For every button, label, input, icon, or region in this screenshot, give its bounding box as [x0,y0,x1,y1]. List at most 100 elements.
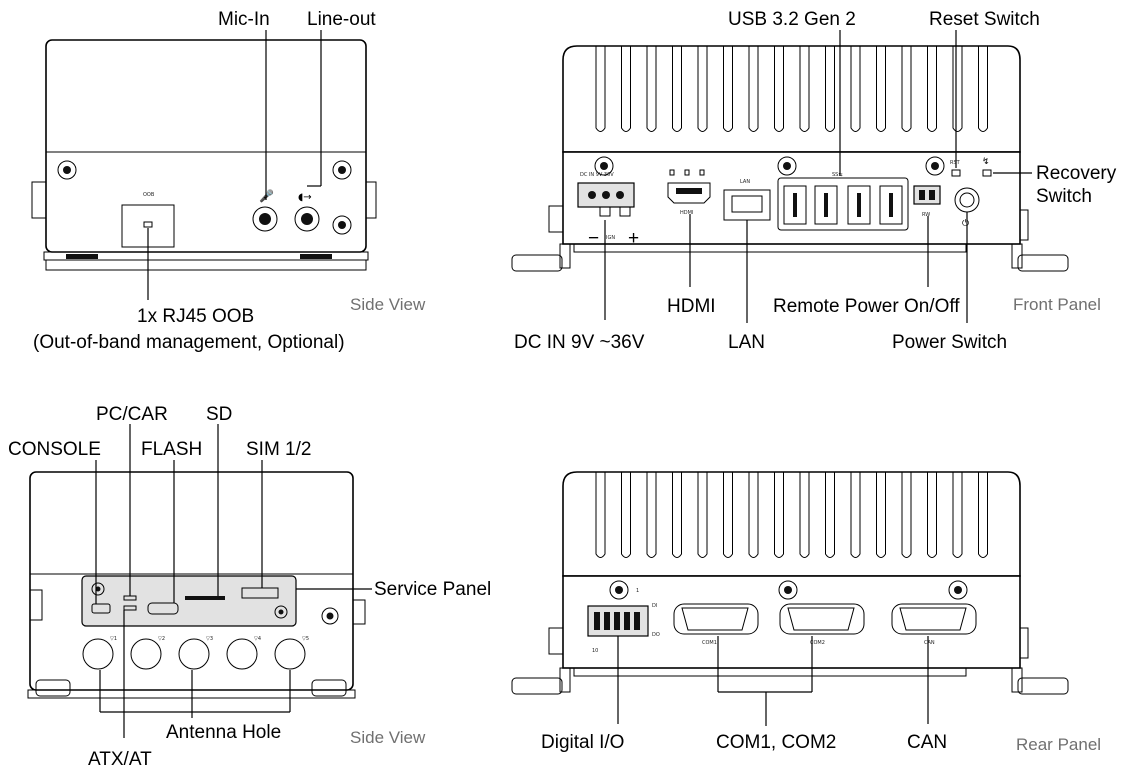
svg-text:DC IN 9V-36V: DC IN 9V-36V [580,172,614,178]
line-out-icon: ◖→ [298,192,312,203]
caption-front-panel: Front Panel [1013,295,1101,314]
svg-text:COM2: COM2 [810,640,825,646]
label-reset-switch: Reset Switch [929,9,1040,30]
heatsink-fin [825,46,835,132]
flash-port [147,602,179,615]
svg-text:1: 1 [636,588,639,594]
label-power-switch: Power Switch [892,332,1007,353]
svg-text:COM1: COM1 [702,640,717,646]
label-recovery-switch-1: Recovery [1036,163,1117,184]
heatsink-fin [672,46,682,132]
svg-text:RW: RW [922,212,930,218]
svg-text:CAN: CAN [924,640,935,646]
antenna-hole-4 [226,638,258,670]
label-sim: SIM 1/2 [246,439,311,460]
heatsink-fin [748,472,759,558]
heatsink-fin [901,472,912,558]
sim-slot [241,587,279,599]
label-console: CONSOLE [8,439,101,460]
label-lan: LAN [728,332,765,353]
label-digital-io: Digital I/O [541,732,624,753]
svg-text:▽3: ▽3 [206,636,213,642]
heatsink-fin [850,46,861,132]
label-flash: FLASH [141,439,202,460]
label-dc-in: DC IN 9V ~36V [514,332,645,353]
service-panel [81,575,297,627]
heatsink-fin [595,46,606,132]
usb-port-2 [814,185,838,225]
svg-text:DI: DI [652,603,657,609]
antenna-hole-3 [178,638,210,670]
antenna-hole-1 [82,638,114,670]
heatsink-fin [825,472,835,558]
heatsink-fin [799,46,810,132]
svg-text:10: 10 [592,648,598,654]
usb-port-4 [879,185,903,225]
mic-in-jack [252,206,278,232]
label-remote-power: Remote Power On/Off [773,296,960,317]
heatsink-fin [646,472,657,558]
heatsink-fin [799,472,810,558]
heatsink-fin [927,472,937,558]
antenna-hole-5 [274,638,306,670]
sd-slot [185,596,225,600]
heatsink-fin [876,46,886,132]
label-atx-at: ATX/AT [88,749,152,770]
heatsink-fin [748,46,759,132]
svg-text:−: − [588,228,599,249]
label-sd: SD [206,404,232,425]
svg-text:SS⇆: SS⇆ [832,172,843,178]
heatsink-fin [978,46,988,132]
label-hdmi: HDMI [667,296,716,317]
front-panel-device: DC IN 9V-36V − IGN + HDMI LAN SS⇆ RW RST… [511,45,1069,272]
svg-text:+: + [628,228,639,249]
heatsink-fin [697,472,708,558]
svg-text:▽1: ▽1 [110,636,117,642]
svg-text:LAN: LAN [740,179,750,185]
caption-side-view-bottom: Side View [350,728,426,747]
com2-port [787,607,855,631]
label-rj45-oob-note: (Out-of-band management, Optional) [33,332,345,353]
heatsink-fin [697,46,708,132]
line-out-jack [294,206,320,232]
heatsink-fin [672,472,682,558]
atx-at-switch [123,605,137,611]
label-can: CAN [907,732,947,753]
heatsink-fin [901,46,912,132]
antenna-hole-2 [130,638,162,670]
heatsink-fin [774,46,784,132]
side-view-audio-device: OOB 🎤 ◖→ [31,39,377,271]
heatsink-fin [774,472,784,558]
heatsink-fin [723,472,733,558]
label-line-out: Line-out [307,9,376,30]
usb-port-group [777,177,909,231]
label-mic-in: Mic-In [218,9,270,30]
label-com12: COM1, COM2 [716,732,836,753]
heatsink-fin [927,46,937,132]
label-usb: USB 3.2 Gen 2 [728,9,856,30]
svg-text:HDMI: HDMI [680,210,693,216]
heatsink-fin [595,472,606,558]
remote-power-connector [913,185,941,205]
side-view-service-device: ▽1▽2 ▽3▽4▽5 [27,471,366,699]
caption-rear-panel: Rear Panel [1016,735,1101,754]
heatsink-fin [850,472,861,558]
power-icon: ⏻ [962,218,969,229]
hdmi-port [667,182,711,204]
heatsink-fin [723,46,733,132]
caption-side-view-top: Side View [350,295,426,314]
heatsink-fin [876,472,886,558]
heatsink-fin [952,472,963,558]
svg-text:▽4: ▽4 [254,636,261,642]
heatsink-fin [952,46,963,132]
recovery-icon: ↯ [982,157,990,167]
heatsink-fin [621,472,631,558]
svg-text:IGN: IGN [606,235,615,241]
label-service-panel: Service Panel [374,579,491,600]
label-antenna-hole: Antenna Hole [166,722,281,743]
console-port [91,603,111,614]
heatsink-fin [646,46,657,132]
heatsink-fin [621,46,631,132]
